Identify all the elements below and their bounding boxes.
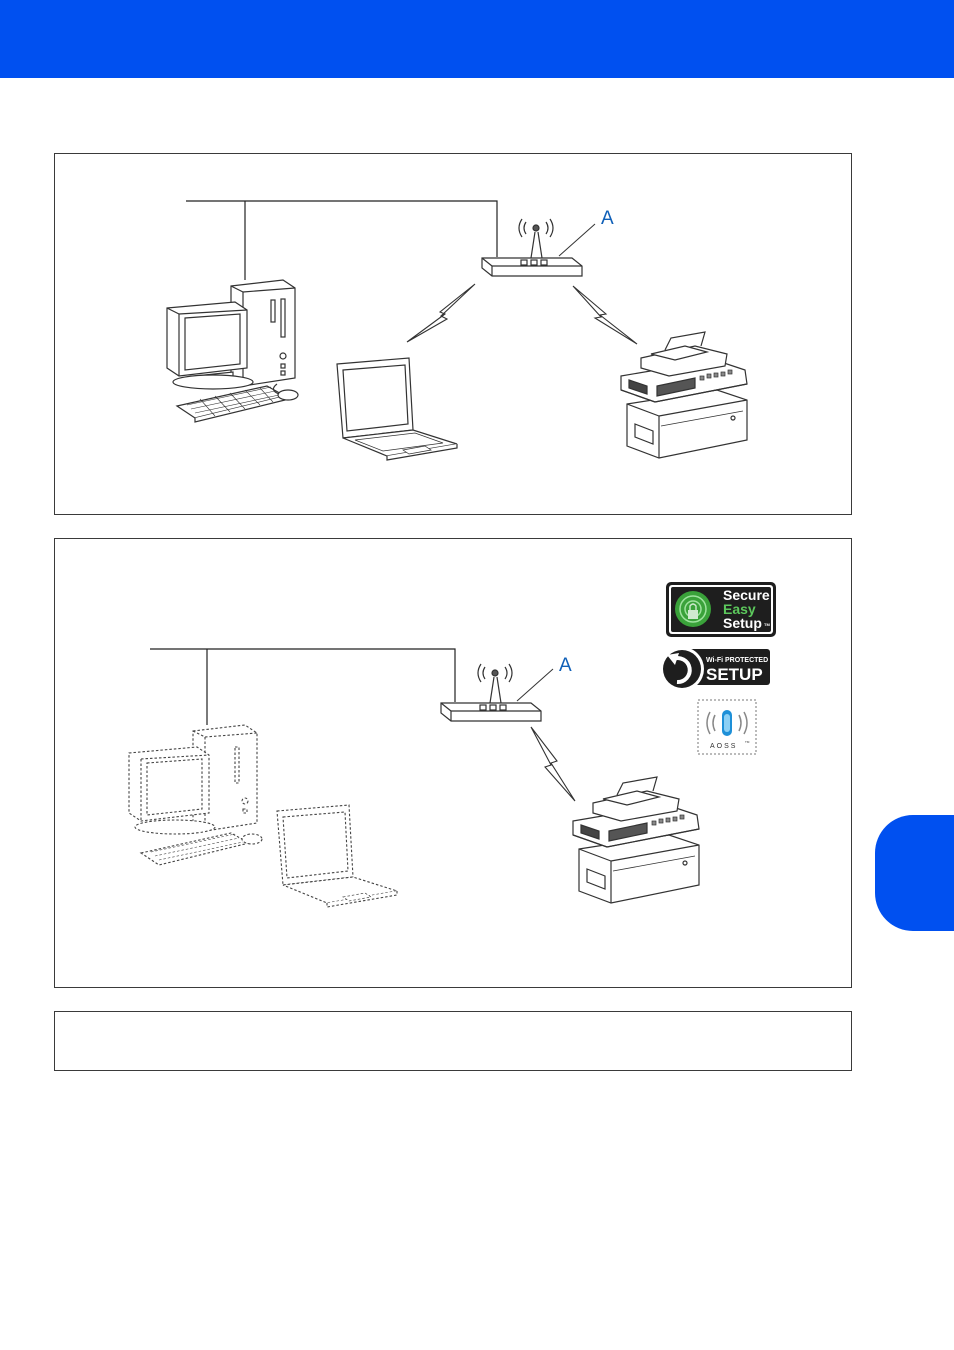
aoss-tm-text: TM: [745, 740, 750, 744]
callout-label-a: A: [559, 655, 572, 676]
aoss-label-text: AOSS: [710, 743, 737, 750]
callout-leader-line: [559, 224, 595, 256]
ses-tm-text: TM: [764, 622, 770, 627]
wired-network-line: [150, 649, 455, 725]
wps-small-text: Wi-Fi PROTECTED: [706, 657, 768, 664]
infrastructure-diagram-panel: A: [54, 153, 852, 515]
desktop-computer-icon: [167, 280, 298, 422]
aoss-logo: AOSS TM: [698, 700, 756, 754]
infrastructure-diagram: A: [55, 154, 853, 516]
printer-icon: [573, 777, 699, 903]
wireless-signal-icon: [531, 727, 575, 801]
wired-network-line: [186, 201, 497, 280]
wireless-signal-icon: [407, 284, 637, 344]
one-push-diagram-panel: A: [54, 538, 852, 988]
one-push-diagram: A: [55, 539, 853, 989]
secure-easy-setup-logo: Secure Easy Setup TM: [666, 582, 776, 637]
ses-line3-text: Setup: [723, 615, 762, 631]
note-box: [54, 1011, 852, 1071]
callout-leader-line: [517, 669, 553, 701]
header-band: [0, 0, 954, 78]
printer-icon: [621, 332, 747, 458]
laptop-icon: [277, 805, 397, 907]
laptop-icon: [337, 358, 457, 460]
wifi-protected-setup-logo: Wi-Fi PROTECTED SETUP: [660, 647, 770, 691]
wps-big-text: SETUP: [706, 665, 763, 684]
desktop-computer-icon: [129, 725, 262, 865]
callout-label-a: A: [601, 208, 614, 229]
chapter-side-tab: [875, 815, 954, 931]
